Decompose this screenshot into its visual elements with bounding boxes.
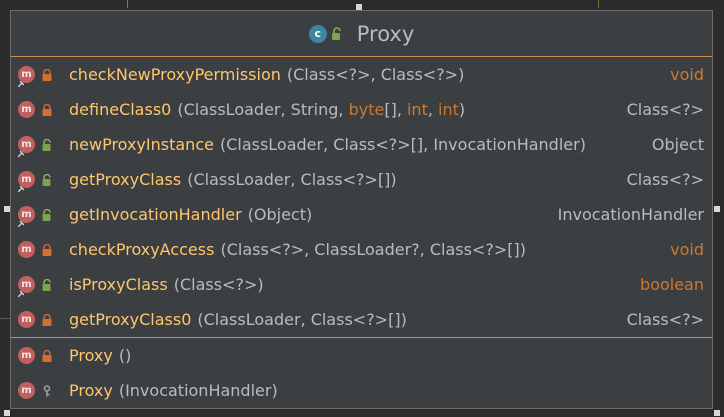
canvas-gridline [0, 318, 10, 319]
method-params: (ClassLoader, String, byte[], int, int) [177, 100, 466, 119]
method-name: checkProxyAccess(Class<?>, ClassLoader?,… [69, 240, 526, 259]
method-row[interactable]: m isProxyClass(Class<?>) boolean [11, 267, 712, 302]
return-type: Class<?> [626, 100, 704, 119]
class-icon: c [308, 24, 327, 43]
resize-handle-bottom-left[interactable] [4, 410, 10, 416]
method-icon: m [18, 347, 35, 364]
method-params: (ClassLoader, Class<?>[], InvocationHand… [219, 135, 586, 154]
unlock-icon [42, 209, 51, 221]
static-pin-icon [18, 151, 24, 157]
class-header[interactable]: c Proxy [11, 11, 712, 57]
return-type: InvocationHandler [557, 205, 704, 224]
methods-section: m checkNewProxyPermission(Class<?>, Class… [11, 57, 712, 338]
method-row[interactable]: m newProxyInstance(ClassLoader, Class<?>[… [11, 127, 712, 162]
constructor-name: Proxy(InvocationHandler) [69, 381, 278, 400]
canvas-gridline [598, 0, 599, 8]
unlock-icon [331, 26, 341, 40]
method-row[interactable]: m checkNewProxyPermission(Class<?>, Class… [11, 57, 712, 92]
method-icon: m [18, 311, 35, 328]
return-type: boolean [640, 275, 704, 294]
constructor-row[interactable]: m Proxy() [11, 338, 712, 373]
return-type: void [670, 240, 704, 259]
constructor-name: Proxy() [69, 346, 132, 365]
method-icon: m [18, 206, 35, 223]
method-name: getProxyClass0(ClassLoader, Class<?>[]) [69, 310, 407, 329]
lock-icon [42, 350, 52, 362]
constructor-params: () [118, 346, 132, 365]
lock-icon [42, 69, 52, 81]
method-name: checkNewProxyPermission(Class<?>, Class<… [69, 65, 465, 84]
method-icon: m [18, 241, 35, 258]
static-pin-icon [18, 186, 24, 192]
method-icon: m [18, 276, 35, 293]
return-type: Object [651, 135, 704, 154]
canvas-gridline [127, 0, 128, 8]
method-icon: m [18, 171, 35, 188]
method-name: defineClass0(ClassLoader, String, byte[]… [69, 100, 466, 119]
class-name: Proxy [356, 21, 415, 46]
lock-icon [42, 314, 52, 326]
method-name: newProxyInstance(ClassLoader, Class<?>[]… [69, 135, 586, 154]
resize-handle-left[interactable] [4, 206, 10, 212]
return-type: void [670, 65, 704, 84]
method-name: getProxyClass(ClassLoader, Class<?>[]) [69, 170, 397, 189]
key-icon [43, 385, 51, 397]
resize-handle-right[interactable] [714, 206, 720, 212]
method-params: (Class<?>, Class<?>) [286, 65, 465, 84]
lock-icon [42, 244, 52, 256]
resize-handle-bottom-right[interactable] [714, 410, 720, 416]
method-row[interactable]: m getProxyClass(ClassLoader, Class<?>[]) C… [11, 162, 712, 197]
return-type: Class<?> [626, 310, 704, 329]
method-name: isProxyClass(Class<?>) [69, 275, 264, 294]
method-row[interactable]: m getInvocationHandler(Object) InvocationH… [11, 197, 712, 232]
resize-handle-top[interactable] [356, 4, 362, 10]
method-params: (ClassLoader, Class<?>[]) [187, 170, 397, 189]
method-params: (Class<?>, ClassLoader?, Class<?>[]) [220, 240, 526, 259]
method-row[interactable]: m getProxyClass0(ClassLoader, Class<?>[])… [11, 302, 712, 337]
method-row[interactable]: m defineClass0(ClassLoader, String, byte[… [11, 92, 712, 127]
static-pin-icon [18, 81, 24, 87]
method-params: (Object) [247, 205, 313, 224]
method-icon: m [18, 382, 35, 399]
method-name: getInvocationHandler(Object) [69, 205, 313, 224]
static-pin-icon [18, 291, 24, 297]
method-icon: m [18, 66, 35, 83]
method-params: (ClassLoader, Class<?>[]) [197, 310, 407, 329]
unlock-icon [42, 279, 51, 291]
method-params: (Class<?>) [173, 275, 264, 294]
uml-class-box[interactable]: c Proxy m checkNewProxyPermission(Class<?… [10, 10, 713, 409]
constructor-params: (InvocationHandler) [118, 381, 278, 400]
unlock-icon [42, 174, 51, 186]
constructor-row[interactable]: m Proxy(InvocationHandler) [11, 373, 712, 408]
method-row[interactable]: m checkProxyAccess(Class<?>, ClassLoader?… [11, 232, 712, 267]
unlock-icon [42, 139, 51, 151]
lock-icon [42, 104, 52, 116]
static-pin-icon [18, 221, 24, 227]
method-icon: m [18, 101, 35, 118]
return-type: Class<?> [626, 170, 704, 189]
method-icon: m [18, 136, 35, 153]
